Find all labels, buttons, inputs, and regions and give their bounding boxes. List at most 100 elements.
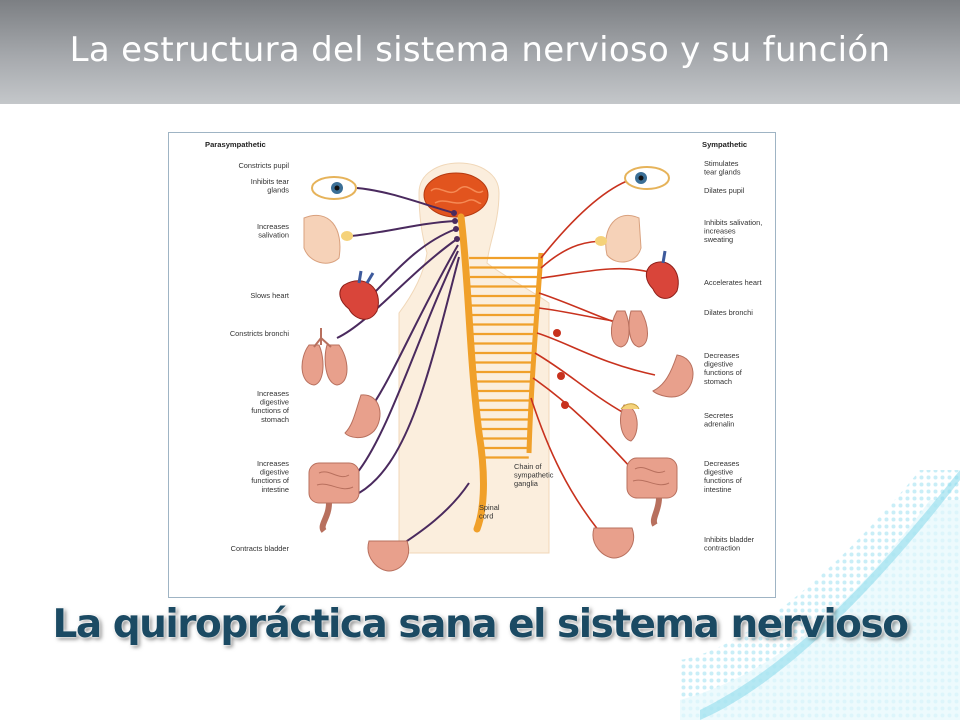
parasympathetic-label-line: functions of xyxy=(251,476,290,485)
sympathetic-nerve xyxy=(536,332,656,376)
left-mouth xyxy=(303,214,353,264)
sympathetic-nerves xyxy=(530,180,656,532)
parasympathetic-ganglion xyxy=(453,226,459,232)
sympathetic-heading: Sympathetic xyxy=(702,140,747,149)
brain-folds xyxy=(430,186,484,205)
slide-subtitle: La quiropráctica sana el sistema nervios… xyxy=(52,602,909,647)
parasympathetic-label: Slows heart xyxy=(250,291,289,300)
parasympathetic-label: Contracts bladder xyxy=(231,544,290,553)
right-eye xyxy=(624,166,670,190)
right-mouth xyxy=(595,215,642,263)
parasympathetic-label-line: Inhibits tear xyxy=(251,177,290,186)
parasympathetic-label-line: digestive xyxy=(260,398,289,407)
sympathetic-label-line: Dilates pupil xyxy=(704,186,745,195)
left-bladder xyxy=(367,540,409,572)
ganglia xyxy=(451,210,569,409)
diagram-canvas: Parasympathetic Sympathetic Constricts p… xyxy=(205,140,762,572)
sympathetic-label-line: Inhibits salivation, xyxy=(704,218,762,227)
parasympathetic-label-line: Increases xyxy=(257,222,289,231)
parasympathetic-label: Constricts bronchi xyxy=(230,329,290,338)
left-intestine xyxy=(308,462,360,533)
right-adrenal xyxy=(620,403,640,442)
sympathetic-label-line: increases xyxy=(704,227,736,236)
sympathetic-nerve xyxy=(540,267,654,279)
sympathetic-label-line: intestine xyxy=(704,485,732,494)
right-stomach xyxy=(652,354,694,398)
spinal-cord-label-line: cord xyxy=(479,512,493,521)
sympathetic-ganglion xyxy=(557,372,565,380)
sympathetic-label-line: sweating xyxy=(704,235,733,244)
right-bladder xyxy=(592,527,634,559)
parasympathetic-label-line: functions of xyxy=(251,406,290,415)
parasympathetic-label-line: Slows heart xyxy=(250,291,289,300)
autonomic-nervous-system-diagram: Parasympathetic Sympathetic Constricts p… xyxy=(168,132,776,598)
sympathetic-chain xyxy=(526,252,544,454)
left-eye xyxy=(311,176,357,200)
sympathetic-label-line: digestive xyxy=(704,360,733,369)
slide-title: La estructura del sistema nervioso y su … xyxy=(69,30,891,70)
right-lungs xyxy=(611,310,648,348)
brain xyxy=(423,172,489,218)
parasympathetic-nerve xyxy=(373,244,459,404)
parasympathetic-nerve xyxy=(356,250,459,474)
parasympathetic-ganglion xyxy=(454,236,460,242)
sympathetic-label-line: Inhibits bladder xyxy=(704,535,755,544)
parasympathetic-label-line: salivation xyxy=(258,231,289,240)
parasympathetic-nerves xyxy=(336,187,470,544)
left-lungs xyxy=(301,328,348,386)
sympathetic-label-line: Stimulates xyxy=(704,159,739,168)
parasympathetic-label-line: digestive xyxy=(260,468,289,477)
parasympathetic-nerve xyxy=(373,228,457,294)
sympathetic-nerve xyxy=(534,352,625,414)
left-heart xyxy=(339,270,379,320)
sympathetic-nerve xyxy=(538,292,618,324)
sympathetic-label-line: tear glands xyxy=(704,168,741,177)
sympathetic-label-line: functions of xyxy=(704,476,743,485)
sympathetic-label-line: contraction xyxy=(704,544,740,553)
parasympathetic-ganglion xyxy=(451,210,457,216)
chain-label-line: ganglia xyxy=(514,479,539,488)
chain-rungs xyxy=(469,256,539,459)
left-stomach xyxy=(344,394,381,439)
sympathetic-label: Dilates pupil xyxy=(704,186,745,195)
parasympathetic-nerve xyxy=(350,220,456,237)
title-banner: La estructura del sistema nervioso y su … xyxy=(0,0,960,104)
parasympathetic-label: Constricts pupil xyxy=(238,161,289,170)
parasympathetic-label-line: stomach xyxy=(261,415,289,424)
parasympathetic-label-line: Constricts pupil xyxy=(238,161,289,170)
parasympathetic-nerve xyxy=(336,238,458,339)
parasympathetic-label-line: Increases xyxy=(257,389,289,398)
sympathetic-label: Dilates bronchi xyxy=(704,308,753,317)
parasympathetic-heading: Parasympathetic xyxy=(205,140,266,149)
sympathetic-label-line: Dilates bronchi xyxy=(704,308,753,317)
parasympathetic-label-line: Contracts bladder xyxy=(231,544,290,553)
spinal-cord xyxy=(457,213,487,533)
sympathetic-nerve xyxy=(530,397,600,532)
sympathetic-label-line: functions of xyxy=(704,368,743,377)
chain-label-line: sympathetic xyxy=(514,471,554,480)
parasympathetic-label-line: glands xyxy=(267,186,289,195)
chain-label-line: Chain of xyxy=(514,462,542,471)
right-intestine xyxy=(626,457,678,527)
sympathetic-ganglion xyxy=(561,401,569,409)
sympathetic-label-line: Secretes xyxy=(704,411,733,420)
sympathetic-label-line: stomach xyxy=(704,377,732,386)
spinal-cord-label-line: Spinal xyxy=(479,503,500,512)
parasympathetic-label-line: intestine xyxy=(261,485,289,494)
sympathetic-label-line: digestive xyxy=(704,468,733,477)
sympathetic-label-line: Decreases xyxy=(704,459,740,468)
parasympathetic-nerve xyxy=(356,187,455,214)
parasympathetic-label-line: Increases xyxy=(257,459,289,468)
parasympathetic-ganglion xyxy=(452,218,458,224)
sympathetic-nerve xyxy=(532,377,632,469)
